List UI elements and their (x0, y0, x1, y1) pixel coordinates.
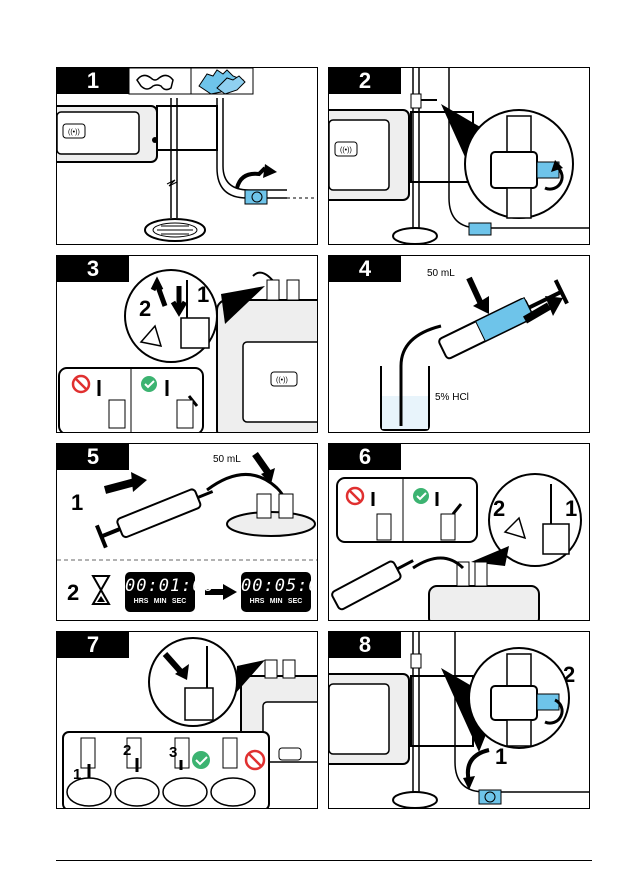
timer-unit-min: MIN (153, 598, 167, 605)
step-1-panel: 1 ((•)) (56, 67, 318, 245)
prohibited-icon (71, 374, 91, 394)
step-6-callout-left: 2 (493, 496, 506, 521)
step-6-callout-right: 1 (565, 496, 578, 521)
step-7-sub3: 3 (169, 744, 178, 761)
prohibited-icon (244, 749, 266, 771)
gloves-icon (198, 69, 246, 95)
svg-text:((•)): ((•)) (340, 147, 352, 154)
step-5-illustration (57, 451, 317, 605)
step-6-number: 6 (329, 444, 401, 470)
callout-1: 1 (197, 282, 209, 307)
step-5-sub1: 1 (71, 490, 84, 515)
svg-text:((•)): ((•)) (276, 377, 288, 384)
step-5-volume-label: 50 mL (213, 454, 241, 465)
hourglass-icon (91, 575, 111, 605)
drain-icon (392, 791, 438, 808)
step-7-sub2: 2 (123, 742, 132, 759)
drain-icon (144, 218, 206, 242)
syringe-icon (95, 488, 214, 549)
step-5-panel: 5 50 mL 1 2 00:01:00 HRS MIN SEC 00:05:00 … (56, 443, 318, 621)
step-1-illustration: ((•)) (57, 68, 317, 242)
check-icon (192, 751, 210, 769)
valve-icon (478, 789, 502, 805)
step-5-sub2: 2 (67, 580, 80, 605)
step-1-number: 1 (57, 68, 129, 94)
timer-unit-min: MIN (269, 598, 283, 605)
step-2-illustration: ((•)) (329, 68, 589, 244)
timer-start: 00:01:00 HRS MIN SEC (125, 572, 215, 612)
step-8-illustration (329, 632, 589, 808)
syringe-icon (438, 279, 569, 360)
timer-unit-hrs: HRS (133, 598, 149, 605)
timer-end-digits: 00:05:00 (241, 576, 317, 596)
step-8-number: 8 (329, 632, 401, 658)
step-2-number: 2 (329, 68, 401, 94)
timer-unit-sec: SEC (171, 598, 187, 605)
valve-icon (244, 189, 268, 205)
step-7-sub1: 1 (73, 766, 82, 783)
check-icon (141, 376, 157, 392)
step-5-number: 5 (57, 444, 129, 470)
step-7-number: 7 (57, 632, 129, 658)
step-4-panel: 4 50 mL 5% HCl (328, 255, 590, 433)
callout-2: 2 (139, 296, 151, 321)
step-8-panel: 8 1 2 (328, 631, 590, 809)
step-7-illustration (62, 637, 317, 808)
safety-glasses-icon (136, 74, 174, 91)
step-3-number: 3 (57, 256, 129, 282)
step-4-number: 4 (329, 256, 401, 282)
step-4-volume-label: 50 mL (427, 268, 455, 279)
svg-text:((•)): ((•)) (68, 129, 80, 136)
check-icon (413, 488, 429, 504)
beaker-icon (380, 366, 430, 431)
footer-rule (56, 860, 592, 861)
drain-icon (392, 227, 438, 244)
timer-unit-hrs: HRS (249, 598, 265, 605)
timer-unit-sec: SEC (287, 598, 303, 605)
syringe-icon (331, 559, 414, 611)
step-4-solution-label: 5% HCl (435, 392, 469, 403)
step-6-illustration (331, 473, 582, 620)
step-3-illustration: ((•)) 2 1 (58, 269, 317, 432)
step-7-panel: 7 1 2 3 (56, 631, 318, 809)
timer-start-digits: 00:01:00 (125, 576, 215, 596)
step-4-illustration (380, 276, 569, 431)
step-3-panel: 3 ((•)) 2 1 (56, 255, 318, 433)
timer-end: 00:05:00 HRS MIN SEC (241, 572, 317, 612)
step-6-panel: 6 2 1 (328, 443, 590, 621)
step-2-panel: 2 ((•)) (328, 67, 590, 245)
prohibited-icon (345, 486, 365, 506)
step-8-sub1: 1 (495, 744, 508, 769)
valve-icon (468, 222, 492, 236)
